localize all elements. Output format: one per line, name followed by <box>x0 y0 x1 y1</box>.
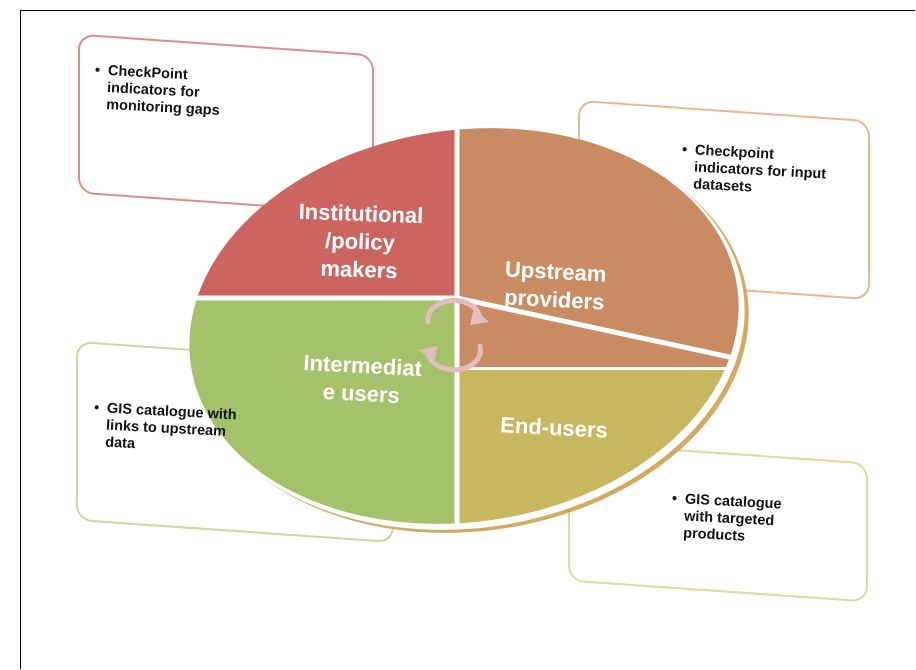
note-text-bottom-right: • GIS catalogue with targeted products <box>671 490 782 545</box>
note-text-bottom-left: • GIS catalogue with links to upstream d… <box>93 399 237 453</box>
quadrant-label-institutional: Institutional /policy makers <box>298 198 424 284</box>
note-text-top-right: • Checkpoint indicators for input datase… <box>681 141 827 196</box>
figure-frame <box>20 10 915 669</box>
quadrant-label-upstream: Upstream providers <box>503 256 608 315</box>
note-text-top-left: • CheckPoint indicators for monitoring g… <box>94 62 221 119</box>
quadrant-label-intermediate: Intermediat e users <box>302 349 423 408</box>
cycle-arrows-icon <box>419 297 489 373</box>
quadrant-upstream <box>459 100 765 367</box>
